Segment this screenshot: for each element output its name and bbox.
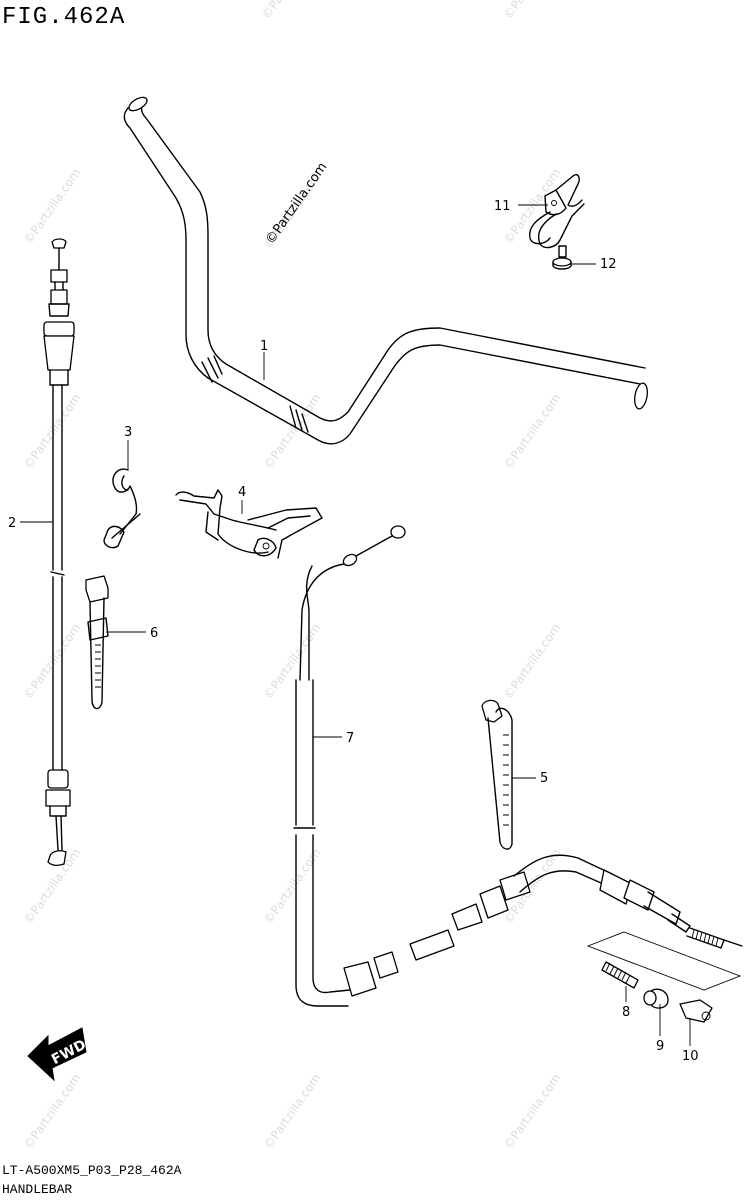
- part-cable-2: [43, 238, 75, 866]
- part-tie-6: [85, 575, 109, 710]
- part-handlebar: [123, 96, 648, 445]
- figure-title: FIG.462A: [2, 4, 126, 31]
- figure-subtitle: HANDLEBAR: [2, 1182, 73, 1197]
- watermark-tile: ©Partzilla.com: [261, 1071, 323, 1152]
- callout-9: 9: [656, 1039, 664, 1054]
- part-clip-3: [103, 468, 141, 549]
- watermark-tile: ©Partzilla.com: [261, 621, 323, 702]
- watermark-tile: ©Partzilla.com: [21, 166, 83, 247]
- watermark-tile: ©Partzilla.com: [501, 391, 563, 472]
- watermark-tile: ©Partzilla.com: [21, 1071, 83, 1152]
- watermark-tile: ©Partzilla.com: [259, 0, 321, 22]
- callout-3: 3: [124, 425, 132, 440]
- callout-1: 1: [260, 339, 268, 354]
- callout-6: 6: [150, 626, 158, 641]
- parts-group-8-10: [586, 931, 742, 1023]
- watermark-tile: ©Partzilla.com: [501, 1071, 563, 1152]
- callout-11: 11: [494, 199, 511, 214]
- part-tie-5: [481, 699, 513, 850]
- watermark-tile: ©Partzilla.com: [261, 846, 323, 927]
- callout-8: 8: [622, 1005, 630, 1020]
- watermark-tile: ©Partzilla.com: [501, 621, 563, 702]
- part-bracket-11: [528, 174, 585, 249]
- watermark-tile: ©Partzilla.com: [261, 391, 323, 472]
- callout-leaders: [20, 204, 691, 1046]
- part-clamp-4: [175, 489, 323, 559]
- part-bolt-12: [552, 245, 572, 270]
- fwd-arrow: FWD: [27, 1027, 89, 1082]
- watermark-tile: ©Partzilla.com: [501, 0, 563, 22]
- watermark-main: ©Partzilla.com: [263, 160, 330, 247]
- callout-5: 5: [540, 771, 548, 786]
- callout-10: 10: [682, 1049, 699, 1064]
- callout-7: 7: [346, 731, 354, 746]
- callout-2: 2: [8, 516, 16, 531]
- watermark-tile: ©Partzilla.com: [21, 391, 83, 472]
- part-cable-7: [293, 525, 743, 1007]
- watermark-tile: ©Partzilla.com: [21, 621, 83, 702]
- callout-4: 4: [238, 485, 246, 500]
- callout-12: 12: [600, 257, 617, 272]
- figure-code: LT-A500XM5_P03_P28_462A: [2, 1163, 182, 1178]
